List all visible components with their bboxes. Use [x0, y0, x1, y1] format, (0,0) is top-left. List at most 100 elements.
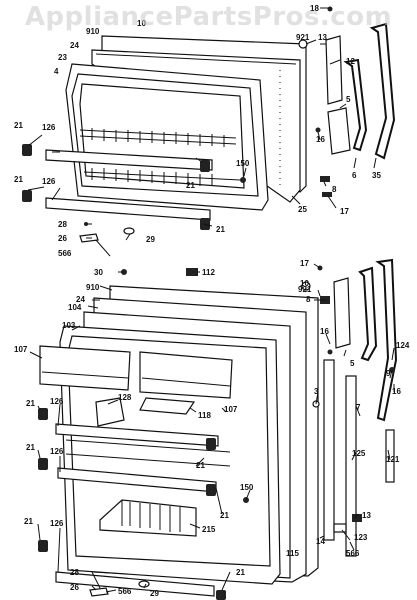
callout-29: 29 [146, 235, 155, 244]
shelf-clip-icon [216, 590, 226, 600]
bottom-hinge-icon [333, 523, 347, 533]
callout-566: 566 [346, 549, 360, 558]
callout-215: 215 [202, 525, 216, 534]
door-stop-icon [138, 580, 150, 588]
callout-24: 24 [70, 41, 79, 50]
callout-26: 26 [70, 583, 79, 592]
callout-5: 5 [350, 359, 355, 368]
callout-125: 125 [352, 449, 366, 458]
callout-7: 7 [356, 403, 361, 412]
door-stop-icon [123, 227, 135, 235]
callout-28: 28 [58, 220, 67, 229]
screw-icon [327, 6, 333, 12]
freezer-hinge-bracket [327, 107, 351, 155]
callout-126: 126 [50, 519, 64, 528]
fresh-food-hinge-bracket [333, 277, 351, 349]
callout-104: 104 [68, 303, 82, 312]
callout-16: 16 [392, 387, 401, 396]
callout-25: 25 [298, 205, 307, 214]
callout-921: 921 [296, 33, 310, 42]
callout-8: 8 [332, 185, 337, 194]
butter-compartment-door-right [139, 351, 233, 399]
callout-9: 9 [386, 369, 391, 378]
callout-17: 17 [340, 207, 349, 216]
leader-lines [27, 7, 395, 593]
callout-29: 29 [150, 589, 159, 598]
callout-921: 921 [298, 285, 312, 294]
callout-35: 35 [372, 171, 381, 180]
shelf-clip-icon [38, 408, 48, 420]
egg-tray [139, 397, 196, 415]
callout-107: 107 [224, 405, 238, 414]
shelf-clip-icon [206, 438, 216, 450]
callout-126: 126 [50, 397, 64, 406]
callout-labels: 18 10 910 921 13 24 23 4 12 5 21 126 16 … [14, 4, 410, 598]
callout-21: 21 [220, 511, 229, 520]
callout-103: 103 [62, 321, 76, 330]
callout-21: 21 [24, 517, 33, 526]
callout-6: 6 [352, 171, 357, 180]
callout-910: 910 [86, 27, 100, 36]
callout-910: 910 [86, 283, 100, 292]
callout-8: 8 [306, 295, 311, 304]
callout-28: 28 [70, 568, 79, 577]
callout-150: 150 [240, 483, 254, 492]
screw-icon [240, 177, 246, 183]
fresh-food-door-assembly [38, 258, 398, 600]
butter-compartment-door-left [39, 345, 131, 391]
shelf-clip-icon [206, 484, 216, 496]
door-edge-trim [345, 375, 357, 557]
hinge-cover-icon [89, 587, 109, 597]
callout-4: 4 [54, 67, 59, 76]
door-edge-strip [323, 359, 335, 541]
callout-126: 126 [50, 447, 64, 456]
callout-115: 115 [286, 549, 299, 558]
callout-17: 17 [300, 259, 309, 268]
stop-block-icon [320, 176, 330, 182]
callout-23: 23 [58, 53, 67, 62]
freezer-door-handle-inner [343, 58, 368, 152]
cover-plate-icon [186, 268, 198, 276]
callout-12: 12 [346, 57, 355, 66]
callout-26: 26 [58, 234, 67, 243]
callout-21: 21 [14, 121, 23, 130]
callout-128: 128 [118, 393, 132, 402]
callout-24: 24 [76, 295, 85, 304]
callout-21: 21 [186, 181, 195, 190]
callout-16: 16 [316, 135, 325, 144]
callout-21: 21 [196, 461, 205, 470]
callout-21: 21 [14, 175, 23, 184]
callout-14: 14 [316, 537, 325, 546]
callout-13: 13 [362, 511, 371, 520]
callout-21: 21 [236, 568, 245, 577]
freezer-shelf-bar-upper [45, 149, 213, 171]
fresh-food-shelf-1 [55, 423, 219, 447]
screw-icon [327, 349, 333, 355]
callout-21: 21 [26, 443, 35, 452]
callout-107: 107 [14, 345, 28, 354]
callout-16: 16 [320, 327, 329, 336]
callout-123: 123 [354, 533, 368, 542]
callout-30: 30 [94, 268, 103, 277]
callout-112: 112 [202, 268, 215, 277]
freezer-door-assembly [22, 6, 396, 243]
shelf-bracket-128 [95, 397, 125, 427]
callout-10: 10 [137, 19, 146, 28]
callout-13: 13 [318, 33, 327, 42]
callout-18: 18 [310, 4, 319, 13]
callout-121: 121 [386, 455, 400, 464]
shelf-clip-icon [38, 540, 48, 552]
bushing-icon [352, 514, 362, 522]
callout-566: 566 [58, 249, 72, 258]
shelf-clip-icon [22, 144, 32, 156]
callout-126: 126 [42, 177, 56, 186]
callout-10: 10 [300, 279, 309, 288]
callout-566: 566 [118, 587, 132, 596]
callout-21: 21 [216, 225, 225, 234]
callout-124: 124 [396, 341, 410, 350]
fresh-food-handle-inner [358, 266, 378, 362]
callout-118: 118 [198, 411, 211, 420]
freezer-hinge-plate [325, 35, 343, 105]
fresh-food-handle-outer [375, 258, 398, 422]
